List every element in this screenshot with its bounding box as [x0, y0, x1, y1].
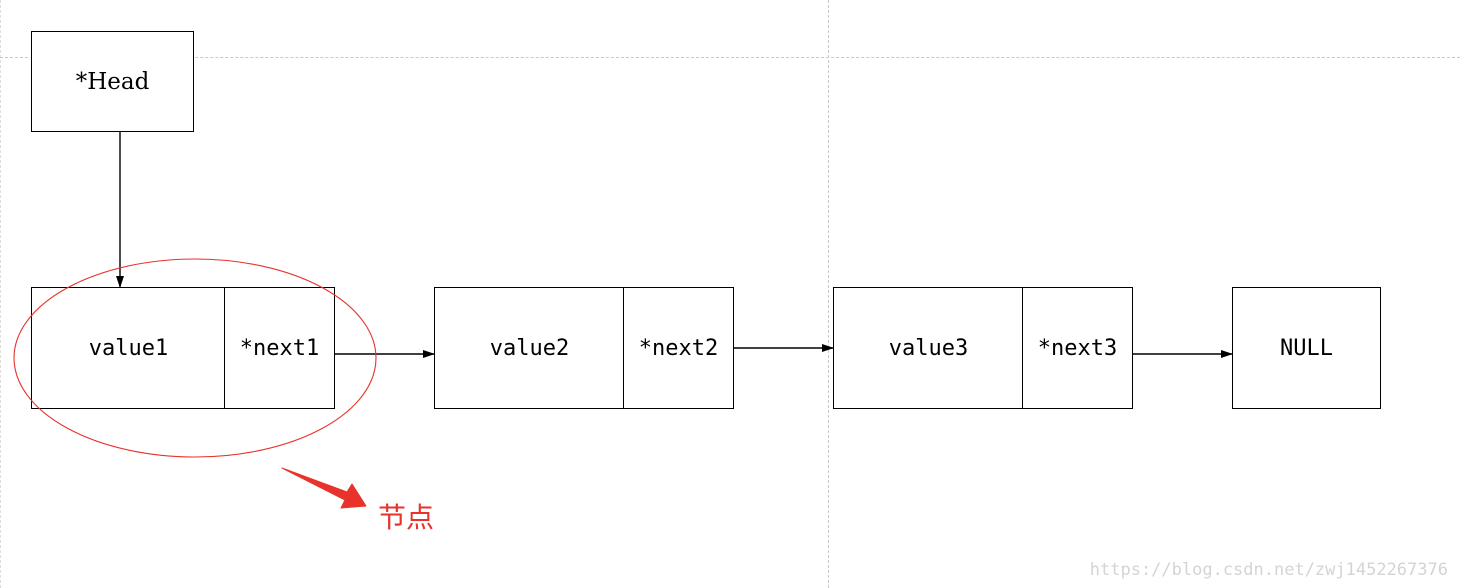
head-pointer-box: *Head	[31, 31, 194, 132]
callout-arrow	[281, 467, 367, 509]
head-pointer-label: *Head	[75, 68, 150, 95]
canvas-guide-left	[0, 0, 1, 588]
node-1-value-cell: value1	[31, 287, 226, 409]
node-1-next-label: *next1	[239, 335, 320, 361]
node-1-next-cell: *next1	[224, 287, 335, 409]
null-terminal-box: NULL	[1232, 287, 1381, 409]
node-callout-label: 节点	[378, 501, 435, 534]
null-terminal-label: NULL	[1280, 335, 1333, 361]
node-2-next-cell: *next2	[623, 287, 734, 409]
source-watermark: https://blog.csdn.net/zwj1452267376	[1089, 560, 1448, 580]
node-1-value-label: value1	[88, 335, 169, 361]
node-2-value-cell: value2	[434, 287, 625, 409]
node-3-value-label: value3	[888, 335, 969, 361]
canvas-guide-vertical	[828, 0, 829, 588]
node-3-next-cell: *next3	[1022, 287, 1133, 409]
node-2-value-label: value2	[489, 335, 570, 361]
node-3-value-cell: value3	[833, 287, 1024, 409]
node-2-next-label: *next2	[638, 335, 719, 361]
node-3-next-label: *next3	[1037, 335, 1118, 361]
canvas-guide-horizontal	[0, 57, 1460, 58]
